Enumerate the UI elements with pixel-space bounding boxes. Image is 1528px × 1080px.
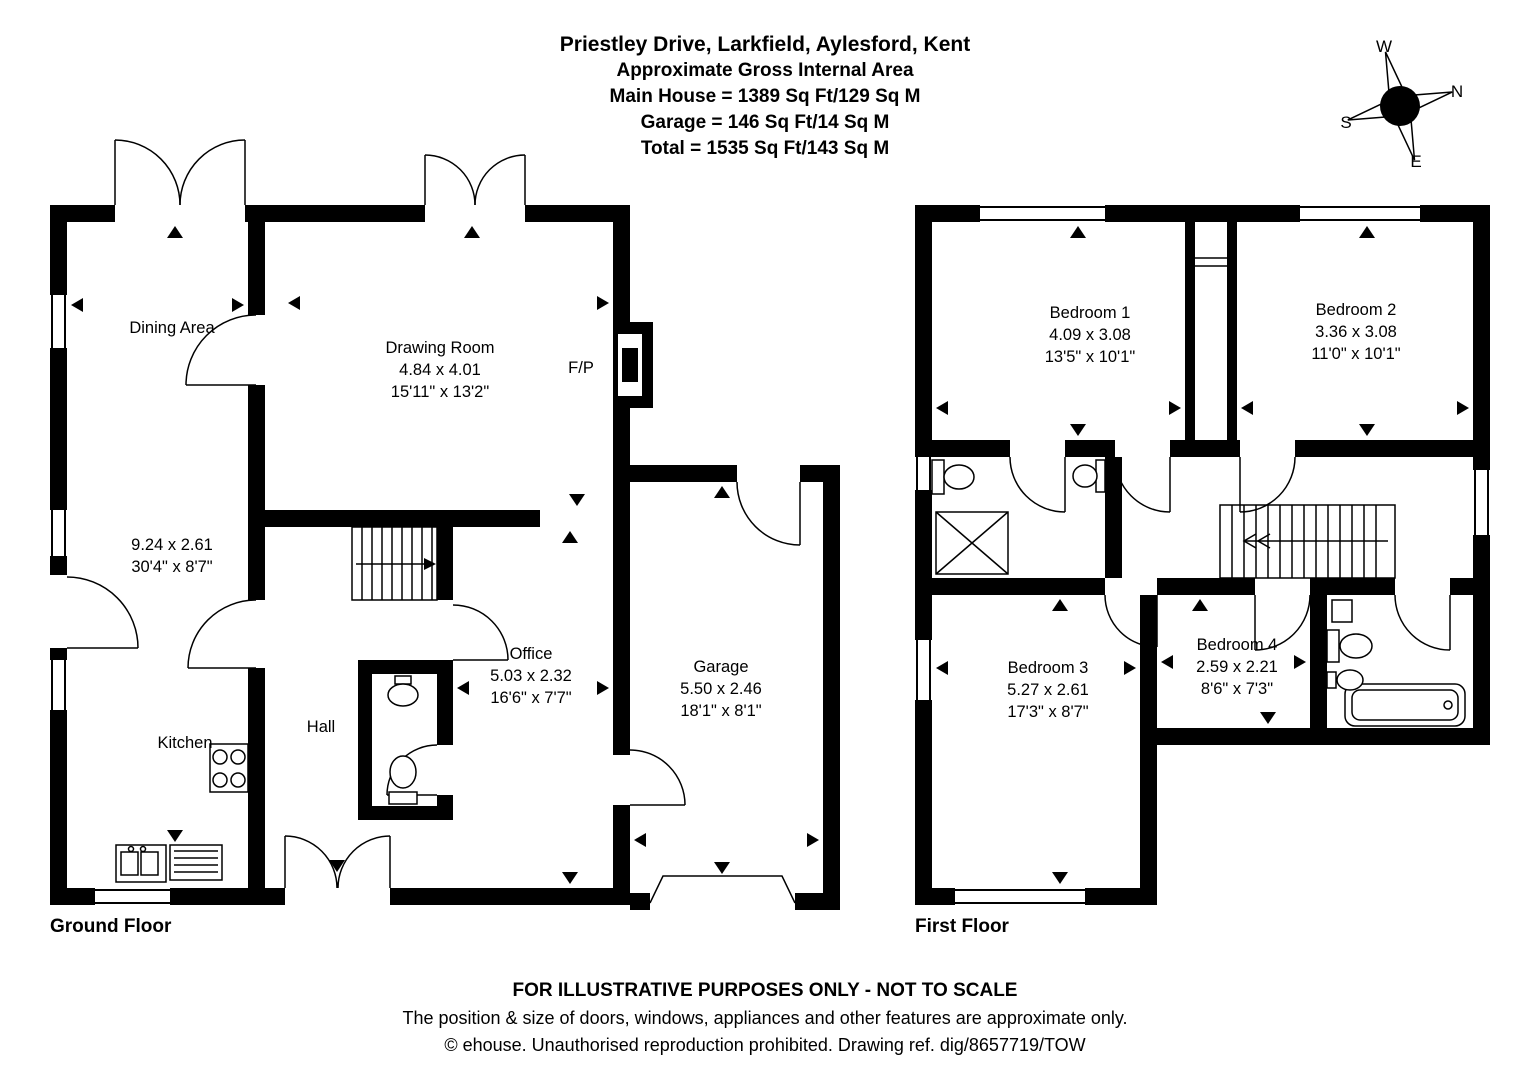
room-dim-imperial: 30'4" x 8'7" [131,558,213,576]
stairs-ground-icon [351,526,438,601]
room-name: Bedroom 4 [1196,636,1278,654]
room-dim-metric: 9.24 x 2.61 [131,536,213,554]
header-subtitle: Approximate Gross Internal Area [616,60,914,81]
header-area-total: Total = 1535 Sq Ft/143 Sq M [640,138,890,159]
bath-icon [1344,683,1466,727]
header-area-garage: Garage = 146 Sq Ft/14 Sq M [640,112,890,133]
drainer-icon [169,844,223,881]
room-label-office: Office 5.03 x 2.32 16'6" x 7'7" [490,643,572,709]
room-label-bedroom-2: Bedroom 2 3.36 x 3.08 11'0" x 10'1" [1311,299,1400,365]
room-dim-metric: 3.36 x 3.08 [1315,323,1397,341]
room-name: F/P [568,359,594,377]
room-label-drawing-room: Drawing Room 4.84 x 4.01 15'11" x 13'2" [385,337,494,403]
first-floor-doors [1009,456,1451,651]
room-name: Bedroom 1 [1049,304,1131,322]
room-dim-metric: 2.59 x 2.21 [1196,658,1278,676]
footer-copyright: © ehouse. Unauthorised reproduction proh… [444,1035,1086,1055]
first-floor-caption: First Floor [915,916,1009,937]
room-name: Drawing Room [385,339,495,357]
room-name: Hall [306,718,336,736]
wc-toilet-icon [388,755,418,805]
room-dim-imperial: 17'3" x 8'7" [1007,703,1089,721]
header: Priestley Drive, Larkfield, Aylesford, K… [560,32,970,162]
wc-sink-icon [387,675,419,707]
compass-icon [1347,51,1453,161]
room-dim-imperial: 8'6" x 7'3" [1200,680,1274,698]
bathroom-cabinet-icon [1331,599,1353,623]
first-floor-dimension-arrows [936,226,1469,884]
room-label-dining-area: Dining Area [129,317,214,339]
bathroom-toilet-icon [1326,629,1373,663]
ground-floor-dimension-arrows [71,226,819,884]
room-label-hall: Hall [307,716,335,738]
garage-door-icon [649,875,796,904]
hob-icon [209,743,249,793]
room-name: Kitchen [157,734,213,752]
shower-icon [935,511,1009,575]
room-label-garage: Garage 5.50 x 2.46 18'1" x 8'1" [680,656,762,722]
room-label-fireplace: F/P [568,357,594,379]
room-dim-metric: 4.84 x 4.01 [399,361,481,379]
first-floor-windows [916,206,1489,904]
room-dim-metric: 4.09 x 3.08 [1049,326,1131,344]
header-area-main: Main House = 1389 Sq Ft/129 Sq M [609,86,921,107]
room-label-bedroom-4: Bedroom 4 2.59 x 2.21 8'6" x 7'3" [1196,634,1278,700]
compass-label-s: S [1340,113,1352,132]
fireplace-icon [618,334,642,396]
room-name: Bedroom 3 [1007,659,1089,677]
room-dim-metric: 5.27 x 2.61 [1007,681,1089,699]
room-dim-imperial: 15'11" x 13'2" [390,383,490,401]
ground-floor-caption: Ground Floor [50,916,172,937]
room-dim-metric: 5.03 x 2.32 [490,667,572,685]
ground-floor-walls [50,205,840,910]
cupboard-shelves-icon [1195,257,1227,267]
room-label-bedroom-1: Bedroom 1 4.09 x 3.08 13'5" x 10'1" [1045,302,1136,368]
room-dim-imperial: 18'1" x 8'1" [680,702,762,720]
room-name: Garage [693,658,749,676]
ensuite-sink-icon [1072,459,1106,493]
room-dim-metric: 5.50 x 2.46 [680,680,762,698]
footer-disclaimer-text: The position & size of doors, windows, a… [402,1008,1128,1028]
room-label-bedroom-3: Bedroom 3 5.27 x 2.61 17'3" x 8'7" [1007,657,1089,723]
bathroom-sink-icon [1326,669,1364,691]
room-dim-imperial: 13'5" x 10'1" [1044,348,1136,366]
compass-label-n: N [1450,82,1464,101]
ground-floor-fixtures [115,334,796,904]
compass-label-e: E [1410,152,1422,171]
page-title: Priestley Drive, Larkfield, Aylesford, K… [559,33,971,56]
ensuite-toilet-icon [931,459,975,495]
first-floor-walls [915,205,1490,905]
room-name: Dining Area [129,319,215,337]
room-name: Bedroom 2 [1315,301,1397,319]
room-dim-imperial: 16'6" x 7'7" [490,689,572,707]
room-dim-imperial: 11'0" x 10'1" [1311,345,1401,363]
room-label-kitchen: Kitchen [157,732,212,754]
ground-floor-windows [51,295,170,904]
compass-label-w: W [1375,37,1393,56]
ground-floor-doors [66,139,801,889]
stairs-first-icon [1219,504,1396,579]
kitchen-sink-icon [115,844,167,883]
room-name: Office [509,645,553,663]
first-floor-fixtures [931,257,1466,727]
footer-disclaimer-title: FOR ILLUSTRATIVE PURPOSES ONLY - NOT TO … [512,980,1018,1001]
room-dimensions-strip: 9.24 x 2.61 30'4" x 8'7" [131,534,213,578]
